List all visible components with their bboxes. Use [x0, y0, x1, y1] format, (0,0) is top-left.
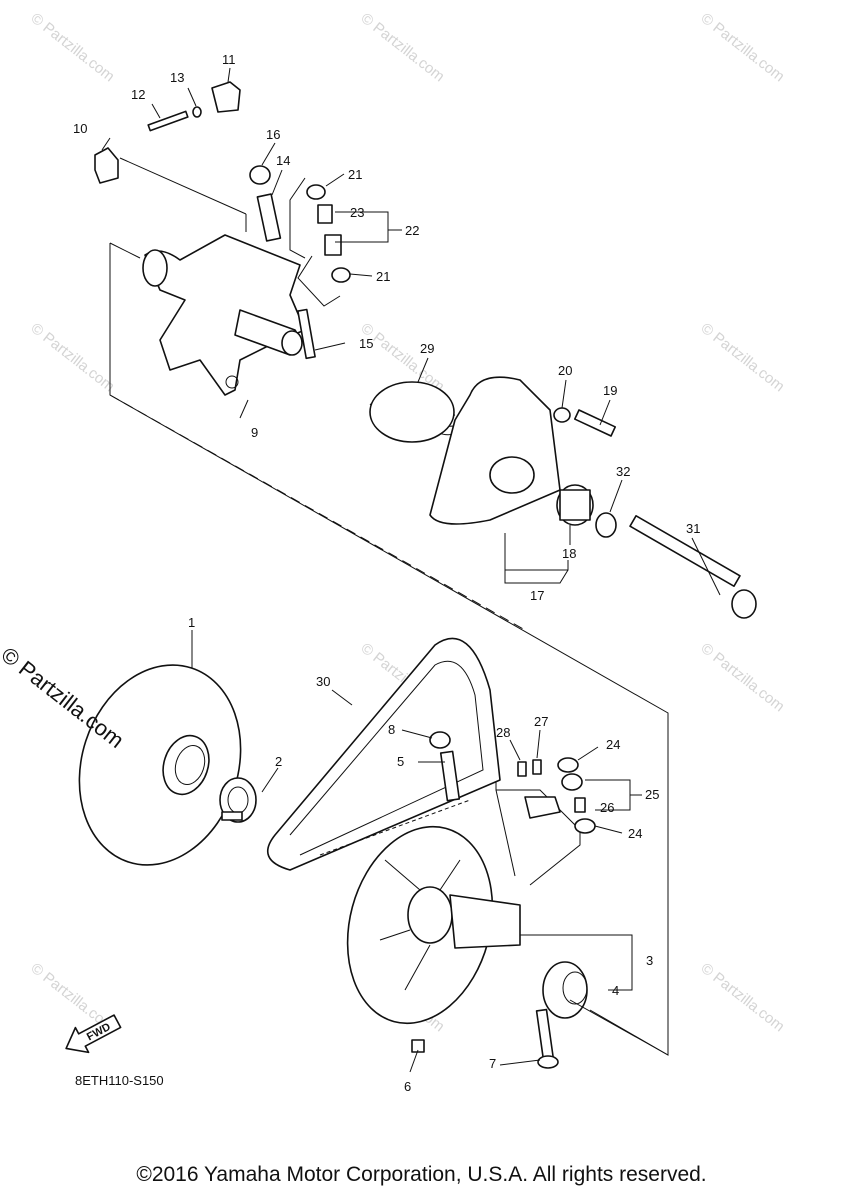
part-weight-group	[517, 757, 596, 834]
callout-19: 19	[603, 383, 617, 398]
callout-2: 2	[275, 754, 282, 769]
leader-lines	[101, 67, 721, 1073]
part-spider	[142, 234, 306, 396]
watermark: © Partzilla.com	[28, 10, 118, 86]
callout-10: 10	[73, 121, 87, 136]
callout-8: 8	[388, 722, 395, 737]
watermark: © Partzilla.com	[28, 320, 118, 396]
watermark: © Partzilla.com	[698, 320, 788, 396]
watermark: © Partzilla.com	[698, 640, 788, 716]
callout-15: 15	[359, 336, 373, 351]
part-driven-housing	[346, 825, 521, 1025]
callout-1: 1	[188, 615, 195, 630]
part-sheave	[78, 664, 242, 866]
watermark: © Partzilla.com	[698, 10, 788, 86]
callout-29: 29	[420, 341, 434, 356]
callout-18: 18	[562, 546, 576, 561]
callout-22: 22	[405, 223, 419, 238]
part-pins	[411, 731, 559, 1069]
callout-4: 4	[612, 983, 619, 998]
callout-14: 14	[276, 153, 290, 168]
callout-9: 9	[251, 425, 258, 440]
callout-6: 6	[404, 1079, 411, 1094]
callout-26: 26	[600, 800, 614, 815]
callout-24b: 24	[628, 826, 642, 841]
callout-30: 30	[316, 674, 330, 689]
callout-20: 20	[558, 363, 572, 378]
callout-3: 3	[646, 953, 653, 968]
fwd-label: FWD	[85, 1021, 113, 1043]
watermark: © Partzilla.com	[698, 960, 788, 1036]
callout-17: 17	[530, 588, 544, 603]
part-bushing	[219, 777, 257, 823]
watermark: © Partzilla.com	[358, 10, 448, 86]
callout-11: 11	[222, 52, 236, 67]
part-drive-belt	[266, 637, 501, 871]
callout-23: 23	[350, 205, 364, 220]
callout-32: 32	[616, 464, 630, 479]
callout-28: 28	[496, 725, 510, 740]
part-cover	[429, 376, 594, 526]
copyright-notice: ©2016 Yamaha Motor Corporation, U.S.A. A…	[136, 1163, 707, 1186]
callout-31: 31	[686, 521, 700, 536]
callout-16: 16	[266, 127, 280, 142]
part-small-pieces	[94, 81, 241, 184]
callout-5: 5	[397, 754, 404, 769]
callout-21a: 21	[348, 167, 362, 182]
part-spring	[369, 381, 461, 443]
callout-7: 7	[489, 1056, 496, 1071]
part-bushings-top	[249, 165, 351, 360]
part-bearing	[542, 961, 588, 1019]
callout-21b: 21	[376, 269, 390, 284]
diagram-code: 8ETH110-S150	[75, 1073, 164, 1088]
callout-27: 27	[534, 714, 548, 729]
callout-24a: 24	[606, 737, 620, 752]
callout-25: 25	[645, 787, 659, 802]
callout-12: 12	[131, 87, 145, 102]
part-bolts-right	[553, 407, 757, 619]
callout-labels: 1 2 3 4 5 6 7 8 9 10 11 12 13 14 15 16 1…	[73, 52, 700, 1094]
callout-13: 13	[170, 70, 184, 85]
